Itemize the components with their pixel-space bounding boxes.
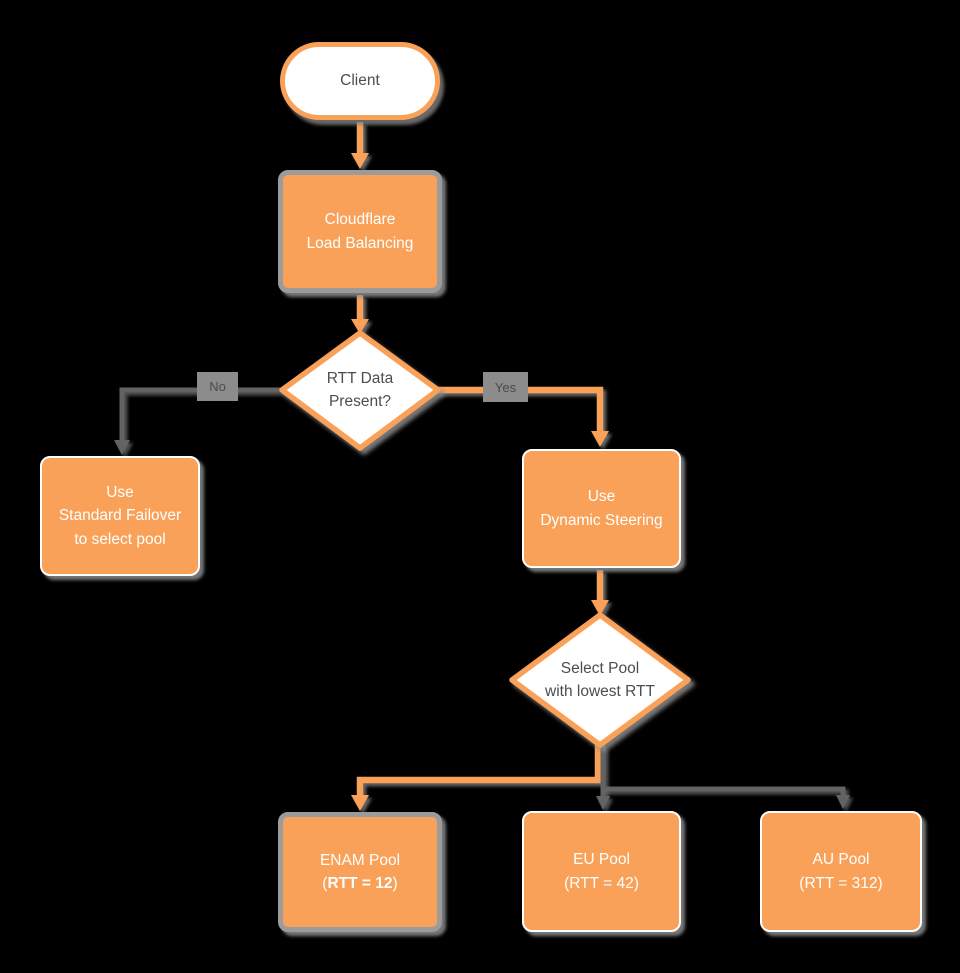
arrowhead-dynamic-steering-to-select-pool [591, 600, 609, 616]
eu-pool-node: EU Pool(RTT = 42) [522, 811, 681, 932]
au-pool-node: AU Pool(RTT = 312) [760, 811, 922, 932]
au-pool-label: AU Pool(RTT = 312) [799, 851, 883, 892]
dynamic-steering-node: Use Dynamic Steering [522, 449, 681, 568]
select-pool-diamond [509, 612, 691, 748]
select-pool-label: Select Pool with lowest RTT [545, 659, 655, 700]
rtt-decision-label: RTT Data Present? [326, 369, 394, 410]
edge-select-pool-to-enam [356, 743, 602, 797]
client-node: Client [280, 42, 440, 120]
arrowhead-select-pool-to-enam [351, 795, 369, 811]
edge-label-no: No [197, 372, 238, 401]
standard-failover-node: Use Standard Failover to select pool [40, 456, 200, 576]
arrowhead-select-pool-to-au [836, 795, 850, 809]
arrowhead-select-pool-to-eu [596, 796, 610, 810]
edge-label-yes: Yes [483, 372, 528, 402]
rtt-decision-diamond [279, 330, 441, 451]
arrowhead-yes-to-dynamic-steering [591, 431, 609, 447]
enam-pool-node: ENAM Pool(RTT = 12) [278, 812, 442, 932]
arrowhead-no-to-standard-failover [114, 440, 130, 455]
edge-select-pool-to-au [600, 746, 846, 797]
arrowhead-loadbalancer-to-rtt-decision [351, 319, 369, 334]
eu-pool-label: EU Pool(RTT = 42) [564, 851, 639, 892]
load-balancer-node: Cloudflare Load Balancing [278, 170, 442, 293]
enam-pool-label: ENAM Pool(RTT = 12) [319, 851, 401, 892]
arrowhead-client-to-loadbalancer [351, 153, 369, 169]
